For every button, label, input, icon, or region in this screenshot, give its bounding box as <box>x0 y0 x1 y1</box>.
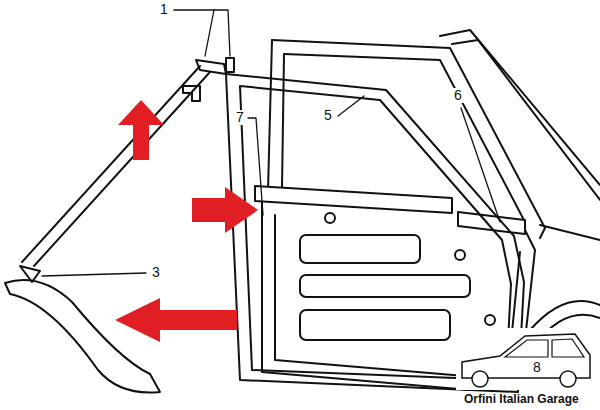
callout-number: 6 <box>452 88 464 103</box>
leader-line <box>174 10 230 56</box>
callout-number: 7 <box>234 110 246 125</box>
belt-strip <box>458 212 525 234</box>
channel-seal <box>34 72 210 266</box>
door-frame <box>268 40 272 190</box>
seal-clip <box>183 86 200 101</box>
direction-arrow <box>118 100 164 160</box>
car-thumbnail <box>456 328 594 390</box>
direction-arrow <box>192 187 258 233</box>
panel-hole <box>455 250 465 260</box>
callout-number: 1 <box>158 2 170 17</box>
door-frame <box>282 54 284 188</box>
panel-hole <box>325 213 335 223</box>
panel-hole <box>300 235 420 263</box>
panel-hole <box>300 275 470 297</box>
leader-line <box>205 10 214 56</box>
leader-line <box>338 96 364 116</box>
callout-number: 5 <box>322 108 334 123</box>
leader-line <box>42 273 146 276</box>
body-panel <box>452 40 600 200</box>
callout-number: 3 <box>150 265 162 280</box>
leader-line <box>248 118 263 215</box>
watermark: Orfini Italian Garage <box>462 393 581 406</box>
leader-line <box>461 108 500 222</box>
body-panel <box>540 225 600 240</box>
panel-hole <box>485 315 495 325</box>
channel-seal <box>22 66 200 262</box>
panel-hole <box>300 310 450 340</box>
channel-seal <box>196 60 226 74</box>
lower-seal <box>5 280 160 392</box>
seal-clip <box>226 58 234 72</box>
belt-strip <box>255 186 452 213</box>
callout-number: 8 <box>531 360 543 375</box>
direction-arrow <box>115 298 237 342</box>
